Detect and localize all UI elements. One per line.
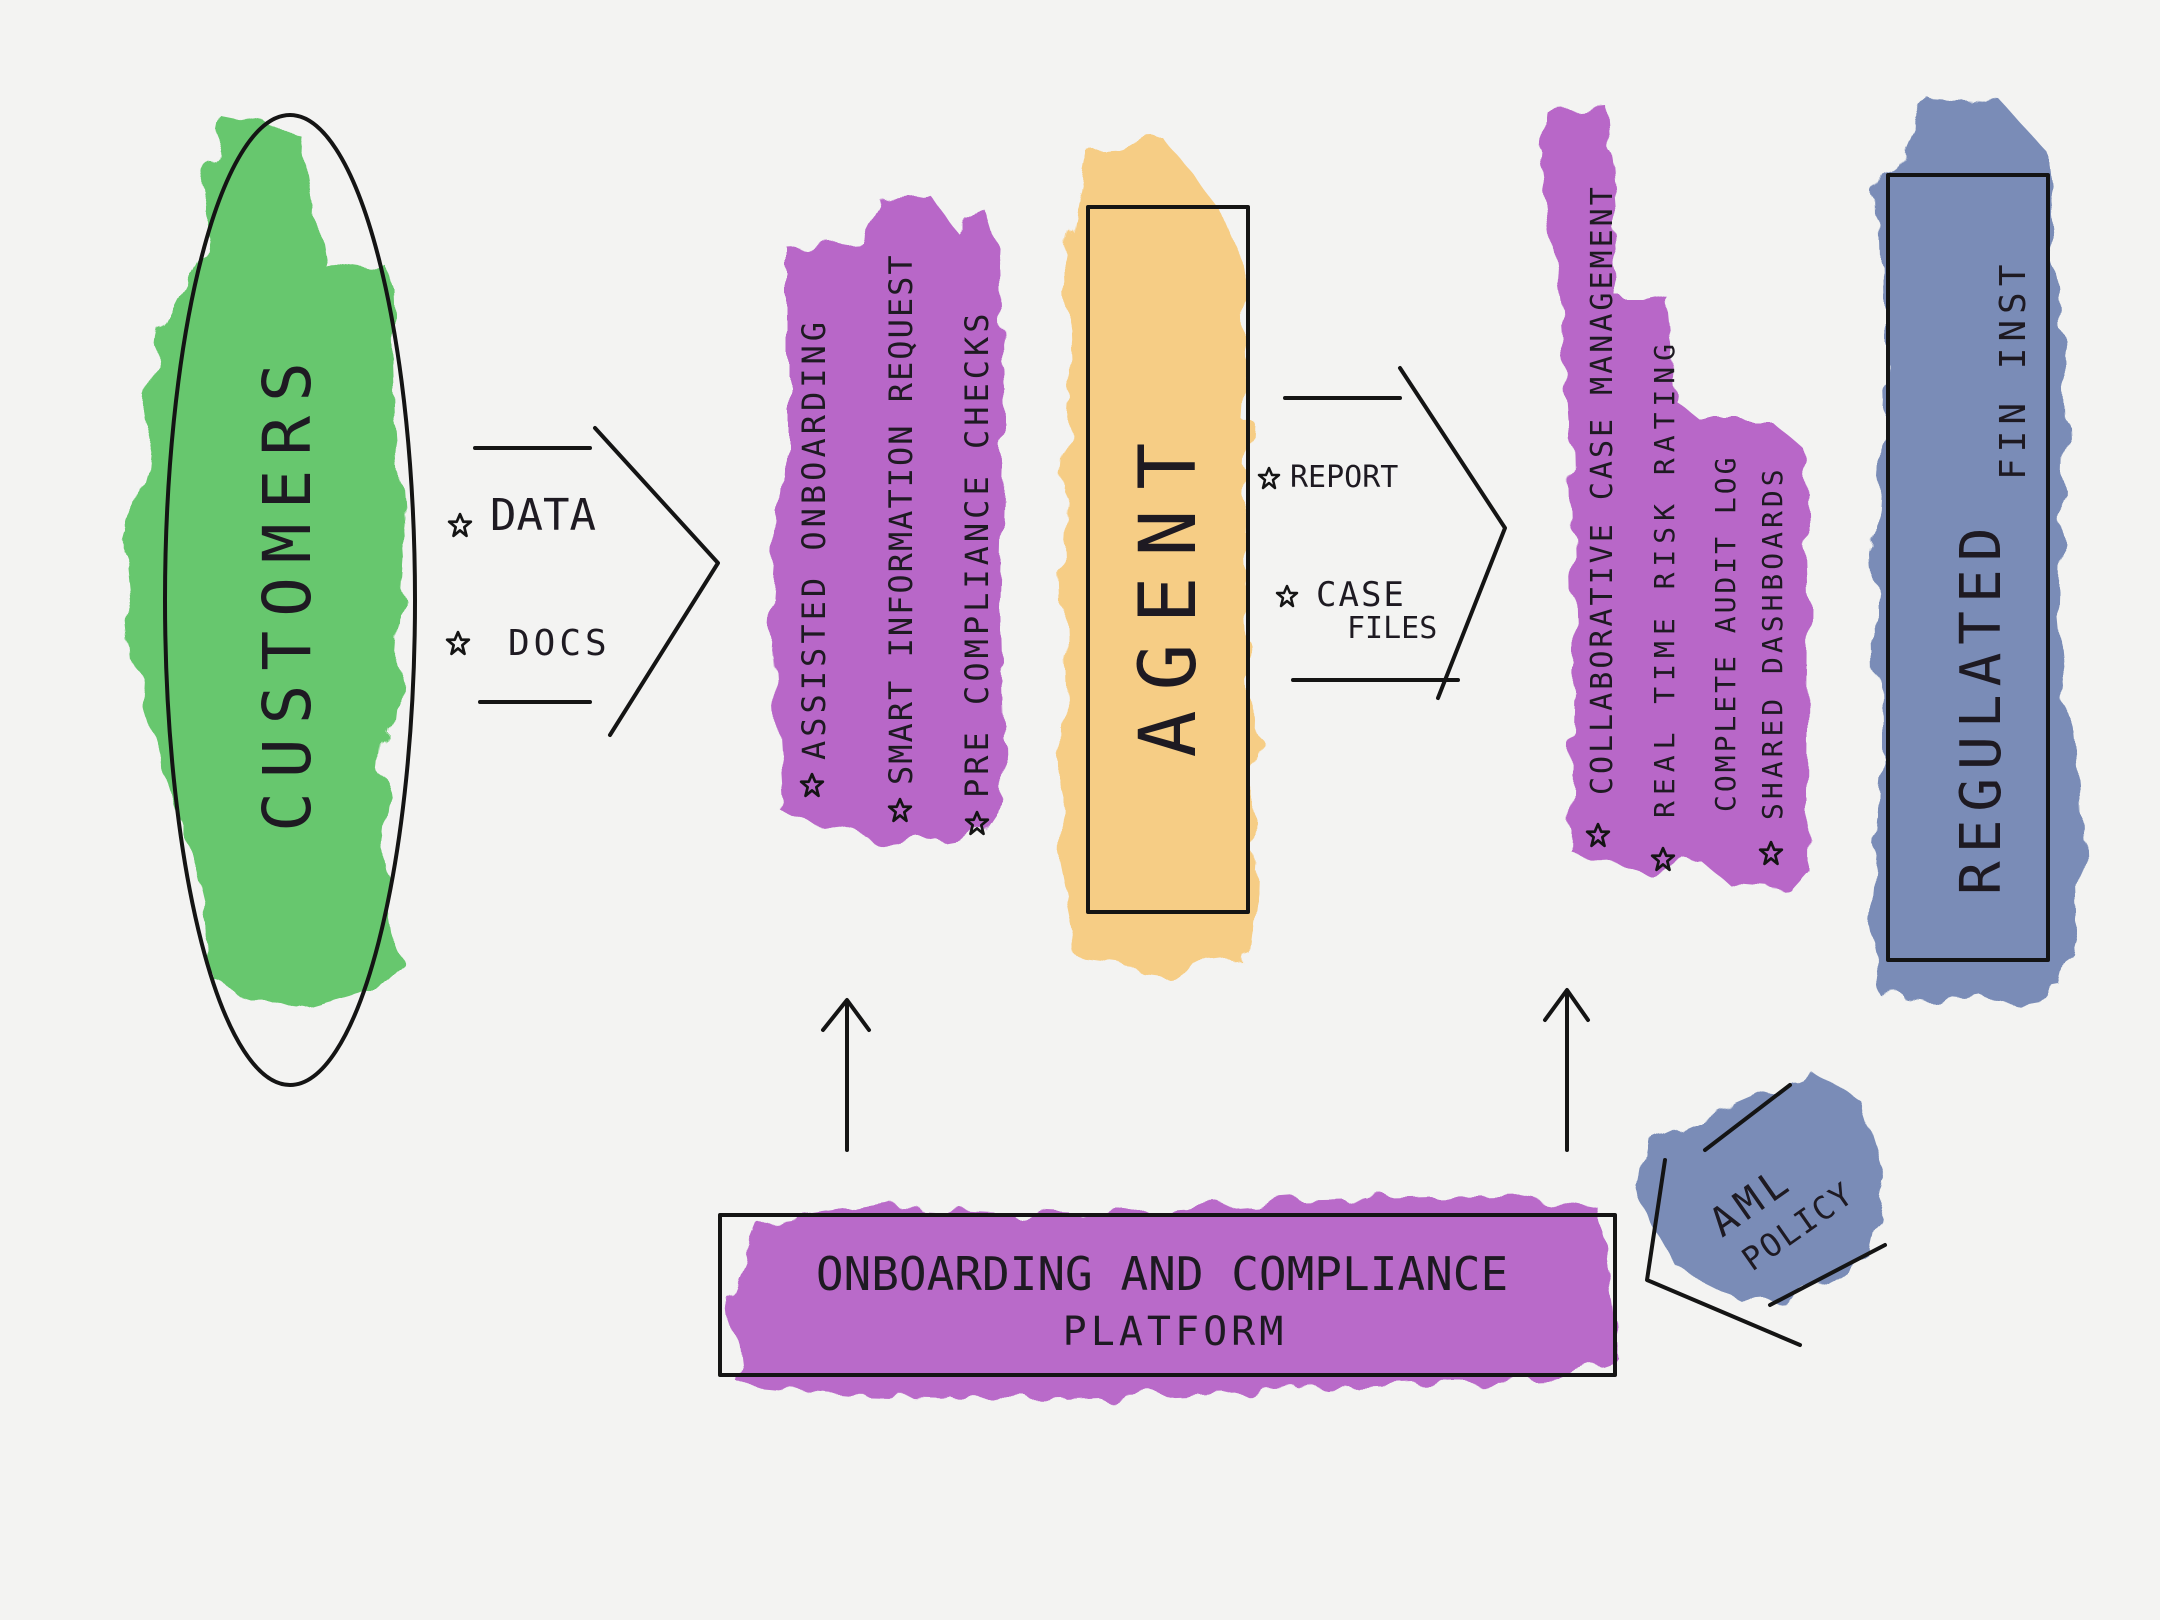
management-features-wash <box>1540 105 1810 890</box>
feature-label: COLLABORATIVE CASE MANAGEMENT <box>1585 184 1620 795</box>
regulated-box <box>1886 173 2050 962</box>
input-data-label: DATA <box>490 490 596 541</box>
platform-wash <box>730 1195 1620 1400</box>
feature-label: SHARED DASHBOARDS <box>1756 465 1789 820</box>
onboarding-features-wash <box>770 195 1005 845</box>
platform-label-line1: ONBOARDING AND COMPLIANCE <box>816 1247 1508 1301</box>
agent-wash <box>1060 145 1255 970</box>
management-feature-2: REAL TIME RISK RATING <box>1648 338 1681 872</box>
up-arrow-icon <box>821 998 871 1152</box>
regulated-wash <box>1865 95 2080 1005</box>
chevron-arrow-icon <box>473 426 720 737</box>
regulated-node: REGULATED FIN INST <box>1865 95 2080 1005</box>
feature-label: PRE COMPLIANCE CHECKS <box>958 309 996 798</box>
feature-label: REAL TIME RISK RATING <box>1648 338 1681 818</box>
input-docs-label: DOCS <box>508 623 611 664</box>
output-report-label: REPORT <box>1290 460 1398 495</box>
onboarding-feature-1: ASSISTED ONBOARDING <box>795 318 833 798</box>
policy-node: AML POLICY <box>1640 1070 1887 1347</box>
onboarding-features: ASSISTED ONBOARDING SMART INFORMATION RE… <box>770 195 1005 845</box>
star-bullet-icon <box>1257 466 1281 490</box>
feature-label: ASSISTED ONBOARDING <box>795 318 833 760</box>
policy-wash <box>1640 1070 1885 1300</box>
platform-label-line2: PLATFORM <box>1063 1309 1288 1355</box>
star-bullet-icon <box>445 630 471 656</box>
star-bullet-icon <box>1275 584 1299 608</box>
management-feature-1: COLLABORATIVE CASE MANAGEMENT <box>1585 184 1620 848</box>
feature-label: COMPLETE AUDIT LOG <box>1709 455 1742 812</box>
output-files-label: FILES <box>1347 611 1437 646</box>
agent-label: AGENT <box>1124 423 1214 758</box>
customers-label: CUSTOMERS <box>249 348 326 832</box>
fin-inst-label: FIN INST <box>1993 259 2034 480</box>
agent-node: AGENT <box>1060 145 1255 970</box>
platform-node: ONBOARDING AND COMPLIANCE PLATFORM <box>718 1195 1620 1400</box>
customers-wash <box>120 120 405 1010</box>
star-bullet-icon <box>447 512 473 538</box>
management-feature-4: SHARED DASHBOARDS <box>1756 465 1789 866</box>
output-arrow: REPORT CASE FILES <box>1257 366 1507 700</box>
output-case-label: CASE <box>1316 575 1406 615</box>
onboarding-feature-2: SMART INFORMATION REQUEST <box>882 253 920 823</box>
management-feature-3: COMPLETE AUDIT LOG <box>1709 455 1742 812</box>
chevron-arrow-icon <box>1283 366 1507 700</box>
platform-box <box>718 1213 1617 1377</box>
management-features: COLLABORATIVE CASE MANAGEMENT REAL TIME … <box>1540 105 1810 890</box>
customers-outline <box>163 113 417 1087</box>
input-arrow: DATA DOCS <box>445 426 720 737</box>
agent-box <box>1086 205 1250 914</box>
onboarding-feature-3: PRE COMPLIANCE CHECKS <box>958 309 996 836</box>
customers-node: CUSTOMERS <box>120 113 417 1087</box>
regulated-label: REGULATED <box>1949 520 2014 895</box>
feature-label: SMART INFORMATION REQUEST <box>882 253 920 785</box>
policy-bracket <box>1645 1083 1887 1347</box>
up-arrow-icon <box>1543 988 1590 1152</box>
